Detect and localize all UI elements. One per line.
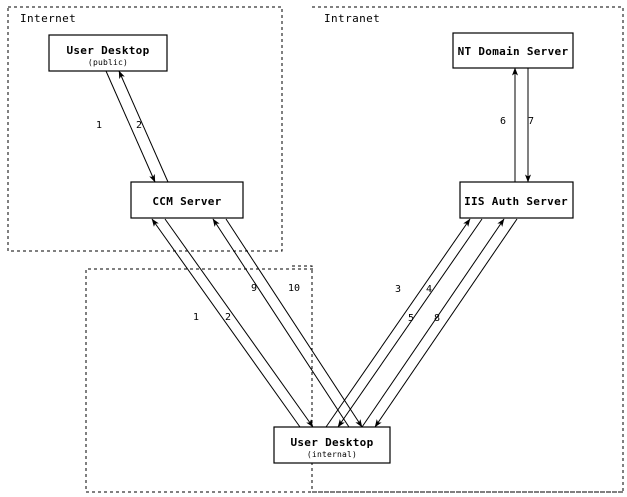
node-user-desktop-public[interactable]: User Desktop (public) [48, 34, 168, 72]
edge-label-step-9: 9 [251, 283, 257, 294]
node-iis-auth-server-box[interactable] [459, 181, 574, 219]
node-user-desktop-internal-subtitle: (internal) [307, 450, 357, 459]
node-nt-domain-server-title: NT Domain Server [458, 45, 569, 58]
node-user-desktop-internal-title: User Desktop [290, 436, 373, 449]
flow-line-4-iis-to-internal [337, 218, 483, 428]
node-nt-domain-server-box[interactable] [452, 32, 574, 69]
zone-internal-network [85, 268, 623, 493]
node-ccm-server-box[interactable] [130, 181, 244, 219]
node-iis-auth-server[interactable]: IIS Auth Server [459, 181, 574, 219]
edge-label-step-10: 10 [288, 283, 300, 294]
zone-intranet: Intranet [290, 6, 624, 493]
edge-label-step-2-internal: 2 [225, 312, 231, 323]
node-nt-domain-server[interactable]: NT Domain Server [452, 32, 574, 69]
zone-internet-outline [7, 6, 283, 252]
flow-line-1-public-to-ccm [105, 70, 156, 183]
edge-label-step-8: 8 [434, 313, 440, 324]
node-user-desktop-public-subtitle: (public) [88, 58, 128, 67]
node-user-desktop-public-title: User Desktop [66, 44, 149, 57]
edge-label-step-1-public: 1 [96, 120, 102, 131]
flow-line-3-internal-to-iis [325, 218, 471, 428]
node-iis-auth-server-title: IIS Auth Server [464, 195, 568, 208]
flow-line-1-internal-to-ccm [151, 218, 301, 428]
zone-internet: Internet [7, 6, 283, 252]
flow-line-5-internal-to-iis [361, 218, 505, 428]
zone-intranet-outline [290, 6, 624, 493]
node-ccm-server-title: CCM Server [152, 195, 221, 208]
edge-label-step-1-internal: 1 [193, 312, 199, 323]
flow-line-8-iis-to-internal [374, 218, 518, 428]
edge-label-step-2-public: 2 [136, 120, 142, 131]
flow-line-9-internal-to-ccm [212, 218, 350, 428]
flow-line-2-ccm-to-internal [164, 218, 314, 428]
edge-label-step-4: 4 [426, 284, 432, 295]
edge-label-step-6: 6 [500, 116, 506, 127]
edge-label-step-3: 3 [395, 284, 401, 295]
node-user-desktop-public-box[interactable] [48, 34, 168, 72]
zone-internet-label: Internet [20, 12, 76, 25]
edge-label-step-7: 7 [528, 116, 534, 127]
zone-internal-network-outline [85, 268, 623, 493]
edge-label-step-5: 5 [408, 313, 414, 324]
node-user-desktop-internal-box[interactable] [273, 426, 391, 464]
flow-line-2-ccm-to-public [118, 70, 169, 183]
flow-line-10-ccm-to-internal [225, 218, 363, 428]
zone-intranet-label: Intranet [324, 12, 380, 25]
node-ccm-server[interactable]: CCM Server [130, 181, 244, 219]
node-user-desktop-internal[interactable]: User Desktop (internal) [273, 426, 391, 464]
